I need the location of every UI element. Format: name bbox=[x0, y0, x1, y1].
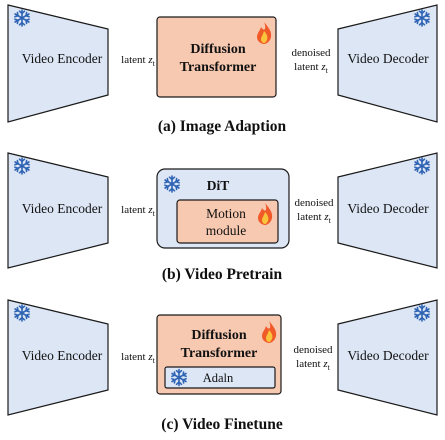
video-encoder-label: Video Encoder bbox=[22, 201, 103, 216]
adaln-label: Adaln bbox=[203, 371, 234, 385]
panel-image-adaption: Video Encoder latent zt Diffusion Transf… bbox=[7, 4, 438, 135]
latent-label: latent zt bbox=[121, 204, 155, 218]
caption-image-adaption: (a) Image Adaption bbox=[158, 118, 287, 135]
video-decoder-block bbox=[337, 4, 438, 123]
latent-label: latent zt bbox=[121, 351, 155, 365]
diffusion-title-line1: Diffusion bbox=[191, 328, 246, 343]
video-encoder-label: Video Encoder bbox=[22, 51, 103, 66]
caption-video-finetune: (c) Video Finetune bbox=[161, 416, 283, 433]
denoised-label: denoised bbox=[294, 197, 334, 209]
motion-module-line2: module bbox=[206, 223, 247, 238]
denoised-latent-label: latent zt bbox=[296, 358, 330, 372]
diffusion-title-line2: Transformer bbox=[181, 346, 258, 361]
video-decoder-block bbox=[337, 152, 438, 269]
video-decoder-block bbox=[337, 299, 438, 416]
adaln-block bbox=[164, 366, 276, 389]
motion-module-block bbox=[176, 199, 279, 244]
dit-title: DiT bbox=[207, 178, 230, 193]
denoised-label: denoised bbox=[291, 47, 331, 59]
diffusion-title-line2: Transformer bbox=[180, 60, 257, 75]
video-decoder-label: Video Decoder bbox=[347, 201, 429, 216]
caption-video-pretrain: (b) Video Pretrain bbox=[162, 266, 283, 283]
video-encoder-label: Video Encoder bbox=[22, 348, 103, 363]
denoised-latent-label: latent zt bbox=[297, 211, 331, 225]
video-encoder-block bbox=[7, 4, 109, 123]
denoised-latent-label: latent zt bbox=[294, 61, 328, 75]
video-encoder-block bbox=[7, 299, 109, 416]
diffusion-title-line1: Diffusion bbox=[190, 42, 245, 57]
denoised-label: denoised bbox=[293, 344, 333, 356]
video-decoder-label: Video Decoder bbox=[347, 348, 429, 363]
video-decoder-label: Video Decoder bbox=[347, 51, 429, 66]
panel-video-pretrain: Video Encoder latent zt DiT Motion modul… bbox=[7, 152, 438, 283]
panel-video-finetune: Video Encoder latent zt Diffusion Transf… bbox=[7, 299, 438, 433]
latent-label: latent zt bbox=[121, 54, 155, 68]
video-encoder-block bbox=[7, 152, 109, 269]
diffusion-transformer-block bbox=[156, 16, 277, 98]
motion-module-line1: Motion bbox=[206, 206, 246, 221]
